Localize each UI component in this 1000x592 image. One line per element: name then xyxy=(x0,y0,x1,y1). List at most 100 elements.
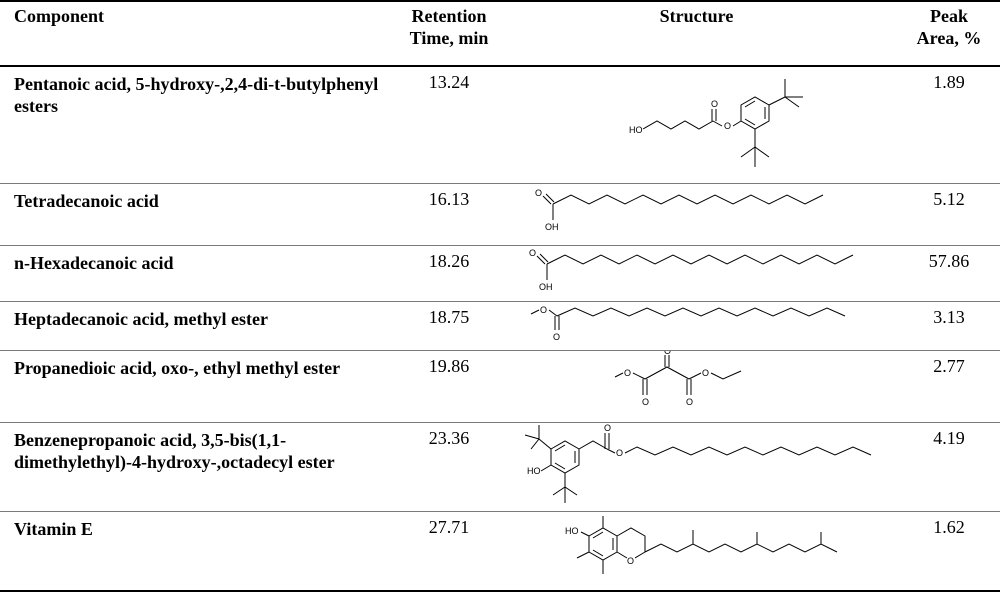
retention-time: 13.24 xyxy=(389,66,509,184)
structure-octadecyl-ester: HO O O xyxy=(524,423,872,503)
structure-bond xyxy=(530,438,540,450)
table-row: Tetradecanoic acid 16.13 O OH 5.12 xyxy=(0,183,1000,246)
structure-bond xyxy=(732,120,741,127)
header-peak-line1: Peak xyxy=(930,6,968,26)
header-retention-line2: Time, min xyxy=(409,28,489,48)
structure-bond xyxy=(580,531,590,537)
atom-label: O xyxy=(724,121,731,131)
structure-bond xyxy=(530,309,540,315)
structure-bond xyxy=(578,440,608,450)
atom-label: OH xyxy=(545,222,559,232)
structure-bond xyxy=(552,194,824,205)
atom-label: HO xyxy=(629,125,643,135)
structure-bond xyxy=(644,366,690,380)
header-retention-line1: Retention xyxy=(411,6,487,26)
retention-time: 23.36 xyxy=(389,422,509,512)
structure-bond xyxy=(784,96,799,108)
header-peak-line2: Area, % xyxy=(916,28,982,48)
structure-bond xyxy=(536,255,546,265)
atom-label: O xyxy=(711,99,718,109)
component-name: n-Hexadecanoic acid xyxy=(0,245,389,302)
component-name: Heptadecanoic acid, methyl ester xyxy=(0,301,389,351)
structure-bond xyxy=(744,100,755,108)
structure-bond xyxy=(552,486,566,496)
atom-label: HO xyxy=(565,526,579,536)
peak-area: 57.86 xyxy=(884,245,1000,302)
atom-label: HO xyxy=(527,466,541,476)
component-name: Vitamin E xyxy=(0,511,389,592)
atom-label: O xyxy=(664,351,671,356)
structure-cell: HO O xyxy=(509,511,884,592)
structure-bond xyxy=(624,446,872,456)
structure-tetradecanoic-acid: O OH xyxy=(535,188,824,232)
structure-cell: O OH xyxy=(509,183,884,246)
peak-area: 1.62 xyxy=(884,511,1000,592)
table-row: Vitamin E 27.71 xyxy=(0,511,1000,592)
atom-label: O xyxy=(604,423,611,433)
table-row: Propanedioic acid, oxo-, ethyl methyl es… xyxy=(0,350,1000,423)
structure-hexadecanoic-acid: O OH xyxy=(529,248,854,292)
structure-bond xyxy=(564,486,578,496)
peak-area: 1.89 xyxy=(884,66,1000,184)
table-row: Benzenepropanoic acid, 3,5-bis(1,1-dimet… xyxy=(0,422,1000,512)
component-name: Pentanoic acid, 5-hydroxy-,2,4-di-t-buty… xyxy=(0,66,389,184)
atom-label: O xyxy=(535,188,542,198)
structure-bond xyxy=(606,448,616,454)
peak-area: 4.19 xyxy=(884,422,1000,512)
table-row: n-Hexadecanoic acid 18.26 O OH 57.86 xyxy=(0,245,1000,302)
structure-bond xyxy=(540,464,552,472)
peak-area: 3.13 xyxy=(884,301,1000,351)
retention-time: 27.71 xyxy=(389,511,509,592)
structure-bond xyxy=(539,253,549,263)
header-structure: Structure xyxy=(509,0,884,67)
header-structure-label: Structure xyxy=(659,6,734,26)
header-component: Component xyxy=(0,0,389,67)
structure-cell: O O xyxy=(509,301,884,351)
structure-bond xyxy=(592,531,604,539)
structure-bond xyxy=(688,372,702,380)
structure-bond xyxy=(642,120,713,130)
atom-label: O xyxy=(642,397,649,407)
atom-label: O xyxy=(616,448,623,458)
structure-bond xyxy=(538,438,552,450)
structure-bond xyxy=(744,118,755,126)
table-row: Heptadecanoic acid, methyl ester 18.75 O… xyxy=(0,301,1000,351)
structure-bond xyxy=(542,195,552,205)
structure-bond xyxy=(545,193,555,203)
structure-bond xyxy=(632,372,646,380)
atom-label: O xyxy=(624,368,631,378)
structure-heptadecanoic-methyl-ester: O O xyxy=(530,305,846,342)
component-name: Propanedioic acid, oxo-, ethyl methyl es… xyxy=(0,350,389,423)
structure-bond xyxy=(576,551,590,559)
table-row: Pentanoic acid, 5-hydroxy-,2,4-di-t-buty… xyxy=(0,66,1000,184)
peak-area: 2.77 xyxy=(884,350,1000,423)
retention-time: 18.26 xyxy=(389,245,509,302)
peak-area: 5.12 xyxy=(884,183,1000,246)
structure-bond xyxy=(546,254,854,265)
atom-label: OH xyxy=(539,282,553,292)
structure-bond xyxy=(634,551,646,559)
atom-label: O xyxy=(540,305,547,315)
structure-bond xyxy=(616,527,646,552)
structure-cell: HO O O xyxy=(509,422,884,512)
atom-label: O xyxy=(529,248,536,258)
structure-cell: O OH xyxy=(509,245,884,302)
structure-bond xyxy=(616,551,628,559)
atom-label: O xyxy=(686,397,693,407)
structure-bond xyxy=(754,146,769,158)
atom-label: O xyxy=(553,332,560,342)
atom-label: O xyxy=(627,556,634,566)
structure-bond xyxy=(548,309,558,317)
component-name: Benzenepropanoic acid, 3,5-bis(1,1-dimet… xyxy=(0,422,389,512)
component-name: Tetradecanoic acid xyxy=(0,183,389,246)
retention-time: 19.86 xyxy=(389,350,509,423)
structure-bond xyxy=(644,543,838,553)
retention-time: 18.75 xyxy=(389,301,509,351)
structure-pentanoic-ester: HO O O xyxy=(629,79,803,167)
structure-bond xyxy=(524,434,540,440)
structure-vitamin-e: HO O xyxy=(565,516,838,574)
structure-bond xyxy=(710,370,742,380)
structure-bond xyxy=(556,307,846,317)
